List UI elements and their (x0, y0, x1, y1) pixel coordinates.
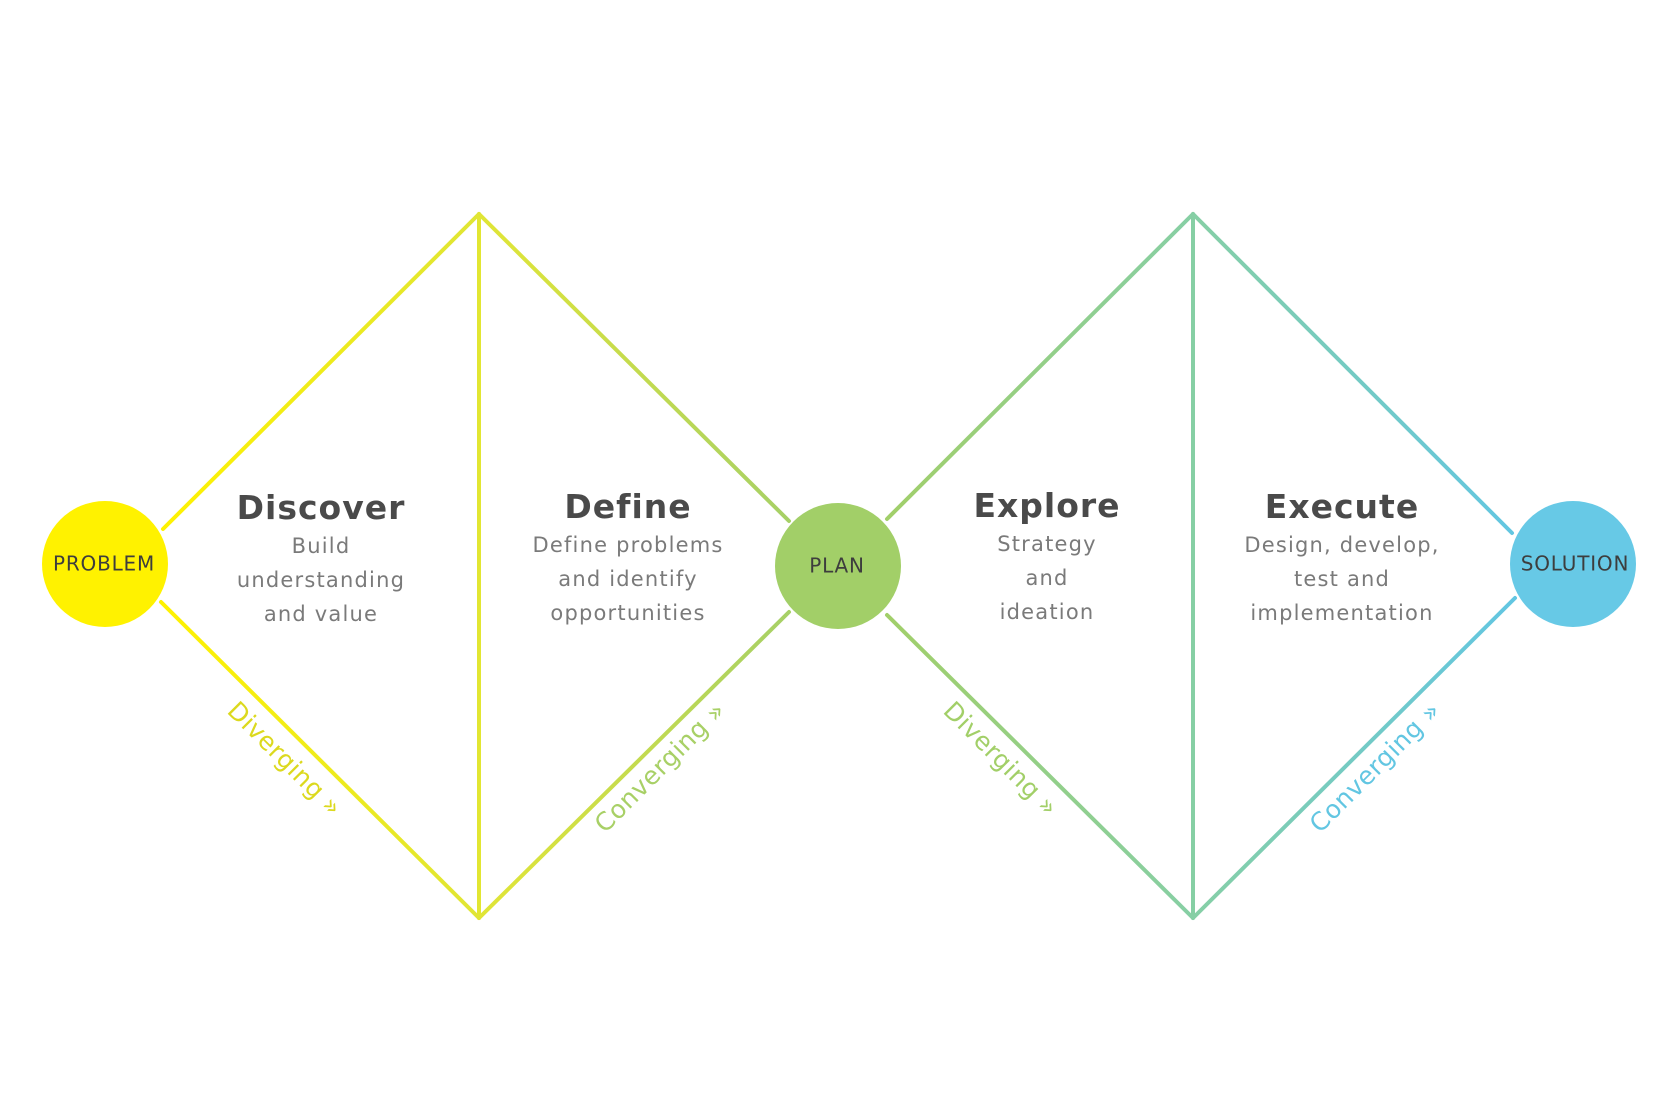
explore-desc-line-1: Strategy (997, 532, 1097, 556)
diamond-2-lower-right-edge (1191, 596, 1517, 920)
explore-execute-diamond (885, 212, 1517, 920)
diverging-label-1: Diverging » (222, 696, 348, 822)
problem-label: PROBLEM (53, 552, 155, 576)
diamond-1-lower-right-edge (477, 610, 791, 920)
discover-desc-line-3: and value (264, 602, 378, 626)
define-desc-line-1: Define problems (532, 533, 723, 557)
discover-phase: Discover Build understanding and value (237, 488, 406, 626)
plan-circle (775, 503, 901, 629)
diamond-1-upper-left-edge (161, 212, 481, 531)
diamond-1-lower-left-edge (159, 600, 481, 920)
execute-desc-line-1: Design, develop, (1244, 533, 1439, 557)
diamond-2-upper-right-edge (1191, 212, 1514, 535)
plan-node: PLAN (775, 503, 901, 629)
discover-desc-line-2: understanding (237, 568, 405, 592)
define-desc-line-3: opportunities (550, 601, 705, 625)
problem-node: PROBLEM (42, 501, 168, 627)
explore-desc-line-2: and (1025, 566, 1068, 590)
define-desc-line-2: and identify (558, 567, 698, 591)
diverging-label-2: Diverging » (938, 696, 1064, 822)
discover-define-diamond (159, 212, 791, 920)
execute-phase: Execute Design, develop, test and implem… (1244, 487, 1439, 625)
diamond-2-upper-left-edge (885, 212, 1195, 521)
discover-title: Discover (237, 488, 406, 527)
execute-desc-line-3: implementation (1250, 601, 1433, 625)
solution-label: SOLUTION (1521, 552, 1629, 576)
plan-label: PLAN (809, 554, 865, 578)
execute-title: Execute (1265, 487, 1419, 526)
define-phase: Define Define problems and identify oppo… (532, 487, 723, 625)
discover-desc-line-1: Build (292, 534, 351, 558)
define-title: Define (564, 487, 691, 526)
converging-label-1: Converging » (589, 696, 731, 838)
converging-label-2: Converging » (1304, 696, 1446, 838)
problem-circle (42, 501, 168, 627)
explore-title: Explore (973, 486, 1120, 525)
explore-phase: Explore Strategy and ideation (973, 486, 1120, 624)
diamond-1-upper-right-edge (477, 212, 791, 523)
execute-desc-line-2: test and (1294, 567, 1390, 591)
explore-desc-line-3: ideation (1000, 600, 1095, 624)
diamond-2-lower-left-edge (885, 613, 1195, 920)
solution-circle (1510, 501, 1636, 627)
solution-node: SOLUTION (1510, 501, 1636, 627)
